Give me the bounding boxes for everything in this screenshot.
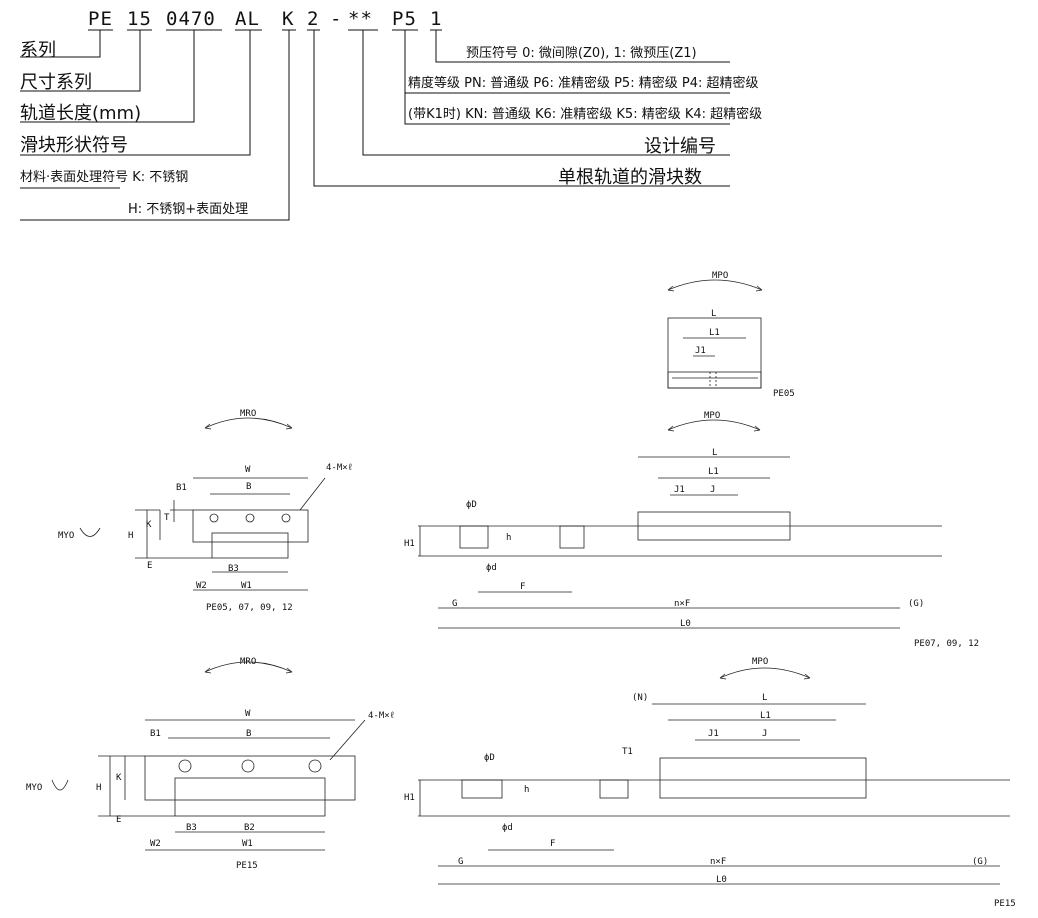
label-accuracy-k1: (带K1时) KN: 普通级 K6: 准精密级 K5: 精密级 K4: 超精密级 — [408, 107, 763, 122]
pe15-B: B — [246, 729, 251, 739]
pe05-12-B: B — [246, 482, 251, 492]
pe05-12-hole: 4-M×ℓ — [326, 463, 353, 473]
code-length: 0470 — [166, 8, 216, 30]
pe05-12-T: T — [164, 513, 170, 523]
label-design-no: 设计编号 — [644, 136, 716, 157]
pe15-side-caption: PE15 — [994, 899, 1016, 909]
pe07-12-H1: H1 — [404, 539, 415, 549]
pe15-W: W — [245, 709, 251, 719]
pe15-N: (N) — [632, 693, 648, 703]
pe15-W1: W1 — [242, 839, 253, 849]
pe07-12-J: J — [710, 485, 715, 495]
code-series: PE — [88, 8, 113, 30]
pe05-12-myo: MYO — [58, 531, 74, 541]
pe05-mpo: MPO — [712, 271, 728, 281]
pe15-end-caption: PE15 — [236, 861, 258, 871]
pe07-12-mpo: MPO — [704, 411, 720, 421]
code-dash: - — [330, 8, 343, 30]
pe05-12-W: W — [245, 465, 251, 475]
label-block-shape: 滑块形状符号 — [20, 135, 128, 156]
pe07-12-phiD: ϕD — [466, 500, 477, 510]
pe15-phiD: ϕD — [484, 753, 495, 763]
pe15-B1: B1 — [150, 729, 161, 739]
pe05-12-mro: MRO — [240, 409, 256, 419]
pe15-F: F — [550, 839, 555, 849]
pe15-end-view — [51, 661, 366, 851]
pe15-mro: MRO — [240, 657, 256, 667]
pe15-G: G — [458, 857, 463, 867]
pe15-B3: B3 — [186, 823, 197, 833]
pe07-12-nF: n×F — [674, 599, 690, 609]
pe05-12-W1: W1 — [241, 581, 252, 591]
code-accuracy: P5 — [392, 8, 417, 30]
pe05-12-caption: PE05, 07, 09, 12 — [206, 603, 293, 613]
pe15-K: K — [116, 773, 122, 783]
pe15-phid: ϕd — [502, 823, 513, 833]
pe15-hole: 4-M×ℓ — [368, 711, 395, 721]
code-material: K — [282, 8, 295, 30]
pe05-12-H: H — [128, 531, 133, 541]
code-blocks: 2 — [307, 8, 320, 30]
pe15-Gp: (G) — [972, 857, 988, 867]
label-material-k: 材料·表面处理符号 K: 不锈钢 — [20, 170, 189, 185]
pe05-12-K: K — [146, 520, 152, 530]
label-series: 系列 — [20, 40, 56, 61]
label-preload: 预压符号 0: 微间隙(Z0), 1: 微预压(Z1) — [466, 46, 697, 61]
pe07-12-side-view — [418, 419, 942, 629]
pe05-12-end-view — [79, 417, 326, 591]
pe07-12-J1: J1 — [674, 485, 685, 495]
pe15-side-view — [418, 667, 1010, 885]
label-rail-length: 轨道长度(mm) — [20, 103, 142, 124]
pe05-caption: PE05 — [773, 389, 795, 399]
code-size: 15 — [127, 8, 152, 30]
pe07-12-Gp: (G) — [908, 599, 924, 609]
pe15-myo: MYO — [26, 783, 42, 793]
pe05-12-B3: B3 — [228, 564, 239, 574]
pe15-L1: L1 — [760, 711, 771, 721]
pe15-B2: B2 — [244, 823, 255, 833]
label-accuracy: 精度等级 PN: 普通级 P6: 准精密级 P5: 精密级 P4: 超精密级 — [408, 76, 759, 91]
code-design: ** — [348, 8, 373, 30]
pe15-E: E — [116, 815, 121, 825]
pe15-T1: T1 — [622, 747, 633, 757]
pe07-12-L1: L1 — [708, 467, 719, 477]
pe07-12-caption: PE07, 09, 12 — [914, 639, 979, 649]
label-blocks-per-rail: 单根轨道的滑块数 — [558, 167, 702, 188]
label-size: 尺寸系列 — [20, 72, 92, 93]
pe05-12-W2: W2 — [196, 581, 207, 591]
pe05-L: L — [711, 309, 716, 319]
pe15-nF: n×F — [710, 857, 726, 867]
pe15-H: H — [96, 783, 101, 793]
pe15-W2: W2 — [150, 839, 161, 849]
pe15-L: L — [762, 693, 767, 703]
code-shape: AL — [235, 8, 260, 30]
pe15-J1: J1 — [708, 729, 719, 739]
pe07-12-L0: L0 — [680, 619, 691, 629]
pe15-J: J — [762, 729, 767, 739]
pe15-h: h — [524, 785, 529, 795]
pe07-12-G: G — [452, 599, 457, 609]
label-material-h: H: 不锈钢+表面处理 — [128, 202, 249, 217]
pe05-L1: L1 — [709, 328, 720, 338]
pe07-12-L: L — [712, 448, 717, 458]
pe15-H1: H1 — [404, 793, 415, 803]
code-preload: 1 — [430, 8, 443, 30]
pe07-12-phid: ϕd — [486, 563, 497, 573]
code-leader-lines — [20, 29, 730, 221]
pe07-12-h: h — [506, 533, 511, 543]
pe07-12-F: F — [520, 582, 525, 592]
pe05-J1: J1 — [695, 346, 706, 356]
pe05-top-view — [667, 279, 763, 389]
pe15-L0: L0 — [716, 875, 727, 885]
pe15-mpo: MPO — [752, 657, 768, 667]
pe05-12-E: E — [147, 561, 152, 571]
pe05-12-B1: B1 — [176, 483, 187, 493]
